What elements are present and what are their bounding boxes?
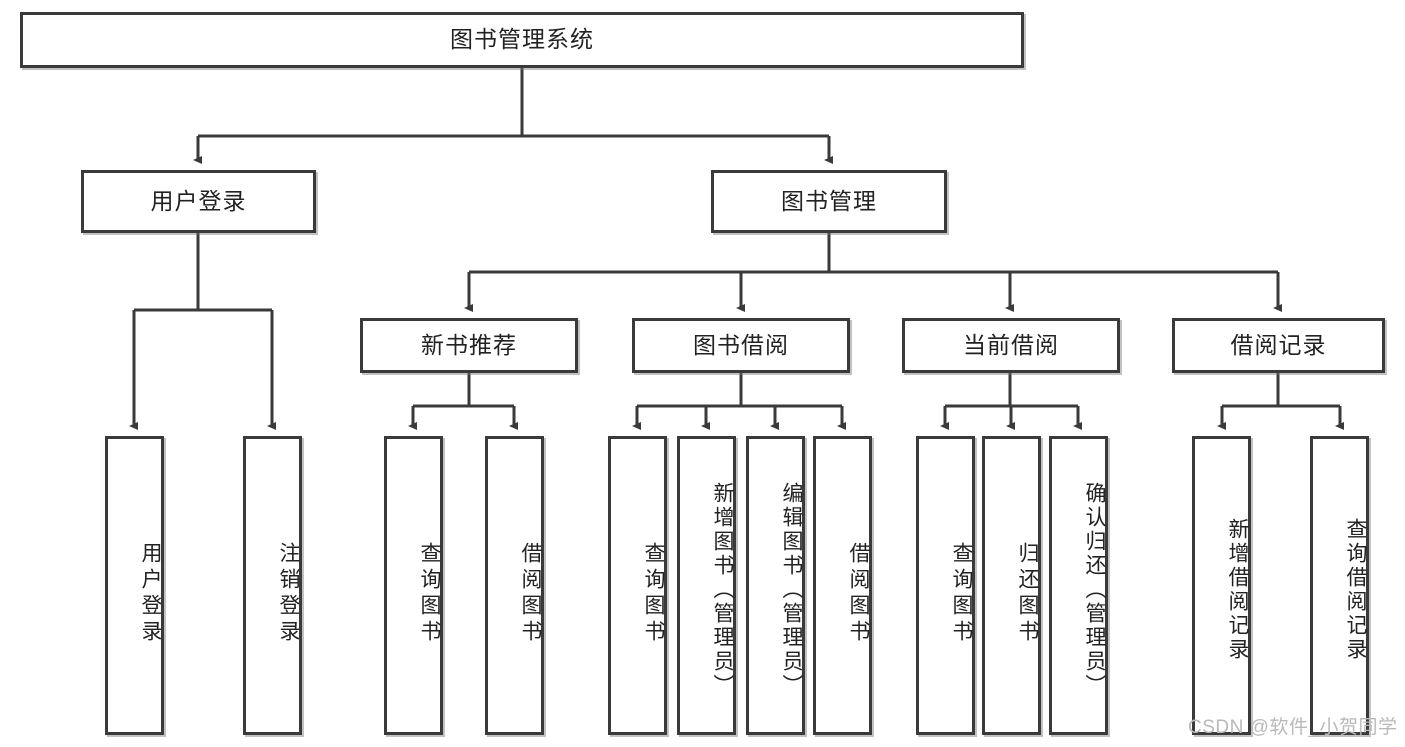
node-leaf-add-record[interactable]: 新增借阅记录 <box>1192 436 1251 735</box>
node-user-login[interactable]: 用户登录 <box>81 170 316 233</box>
node-leaf-query-book-3[interactable]: 查询图书 <box>916 436 975 735</box>
node-leaf-query-book-2-label: 查询图书 <box>642 541 665 646</box>
node-leaf-query-record[interactable]: 查询借阅记录 <box>1310 436 1369 735</box>
node-leaf-edit-book-label: 编辑图书（管理员） <box>780 481 803 698</box>
node-leaf-confirm-return[interactable]: 确认归还（管理员） <box>1049 436 1108 735</box>
node-leaf-user-login[interactable]: 用户登录 <box>105 436 164 735</box>
node-borrow-record[interactable]: 借阅记录 <box>1172 318 1385 373</box>
node-leaf-user-logout[interactable]: 注销登录 <box>243 436 302 735</box>
node-leaf-user-logout-label: 注销登录 <box>277 541 300 646</box>
node-current-borrow[interactable]: 当前借阅 <box>902 318 1120 373</box>
node-leaf-query-record-label: 查询借阅记录 <box>1344 517 1367 662</box>
node-book-manage-label: 图书管理 <box>781 187 877 214</box>
node-book-manage[interactable]: 图书管理 <box>711 170 947 233</box>
node-root-label: 图书管理系统 <box>450 26 594 53</box>
node-leaf-add-book[interactable]: 新增图书（管理员） <box>677 436 736 735</box>
node-leaf-query-book-3-label: 查询图书 <box>950 541 973 646</box>
node-leaf-user-login-label: 用户登录 <box>139 541 162 646</box>
node-leaf-edit-book[interactable]: 编辑图书（管理员） <box>746 436 805 735</box>
node-new-book-recommend[interactable]: 新书推荐 <box>360 318 578 373</box>
node-leaf-add-book-label: 新增图书（管理员） <box>711 481 734 698</box>
node-new-book-recommend-label: 新书推荐 <box>421 331 517 358</box>
node-leaf-borrow-book-1-label: 借阅图书 <box>519 541 542 646</box>
node-leaf-borrow-book-2[interactable]: 借阅图书 <box>813 436 872 735</box>
node-borrow-record-label: 借阅记录 <box>1230 331 1327 358</box>
node-current-borrow-label: 当前借阅 <box>963 331 1059 358</box>
node-leaf-confirm-return-label: 确认归还（管理员） <box>1083 481 1106 698</box>
node-root[interactable]: 图书管理系统 <box>20 12 1024 68</box>
node-leaf-return-book-label: 归还图书 <box>1016 541 1039 646</box>
node-user-login-label: 用户登录 <box>150 187 247 214</box>
node-leaf-query-book-2[interactable]: 查询图书 <box>608 436 667 735</box>
watermark: CSDN @软件_小贺同学 <box>1188 717 1398 738</box>
node-leaf-query-book-1[interactable]: 查询图书 <box>384 436 443 735</box>
node-leaf-borrow-book-2-label: 借阅图书 <box>847 541 870 646</box>
node-leaf-query-book-1-label: 查询图书 <box>418 541 441 646</box>
node-leaf-borrow-book-1[interactable]: 借阅图书 <box>485 436 544 735</box>
node-leaf-add-record-label: 新增借阅记录 <box>1226 517 1249 662</box>
node-book-borrow[interactable]: 图书借阅 <box>632 318 850 373</box>
node-leaf-return-book[interactable]: 归还图书 <box>982 436 1041 735</box>
node-book-borrow-label: 图书借阅 <box>693 331 789 358</box>
